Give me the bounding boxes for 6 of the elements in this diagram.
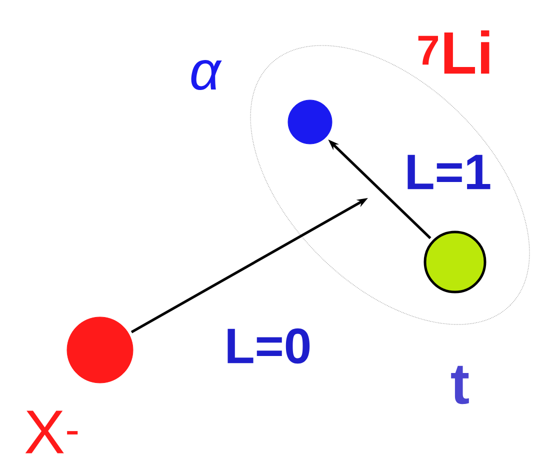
edge-label: L=0	[223, 327, 313, 365]
particle-label: α	[191, 60, 222, 90]
particle-label: X$^{-}$	[25, 410, 78, 454]
nucleus-label: $^{7}$Li	[418, 30, 490, 74]
particle-label: t	[451, 366, 469, 404]
edge-label: L=1	[403, 154, 493, 190]
